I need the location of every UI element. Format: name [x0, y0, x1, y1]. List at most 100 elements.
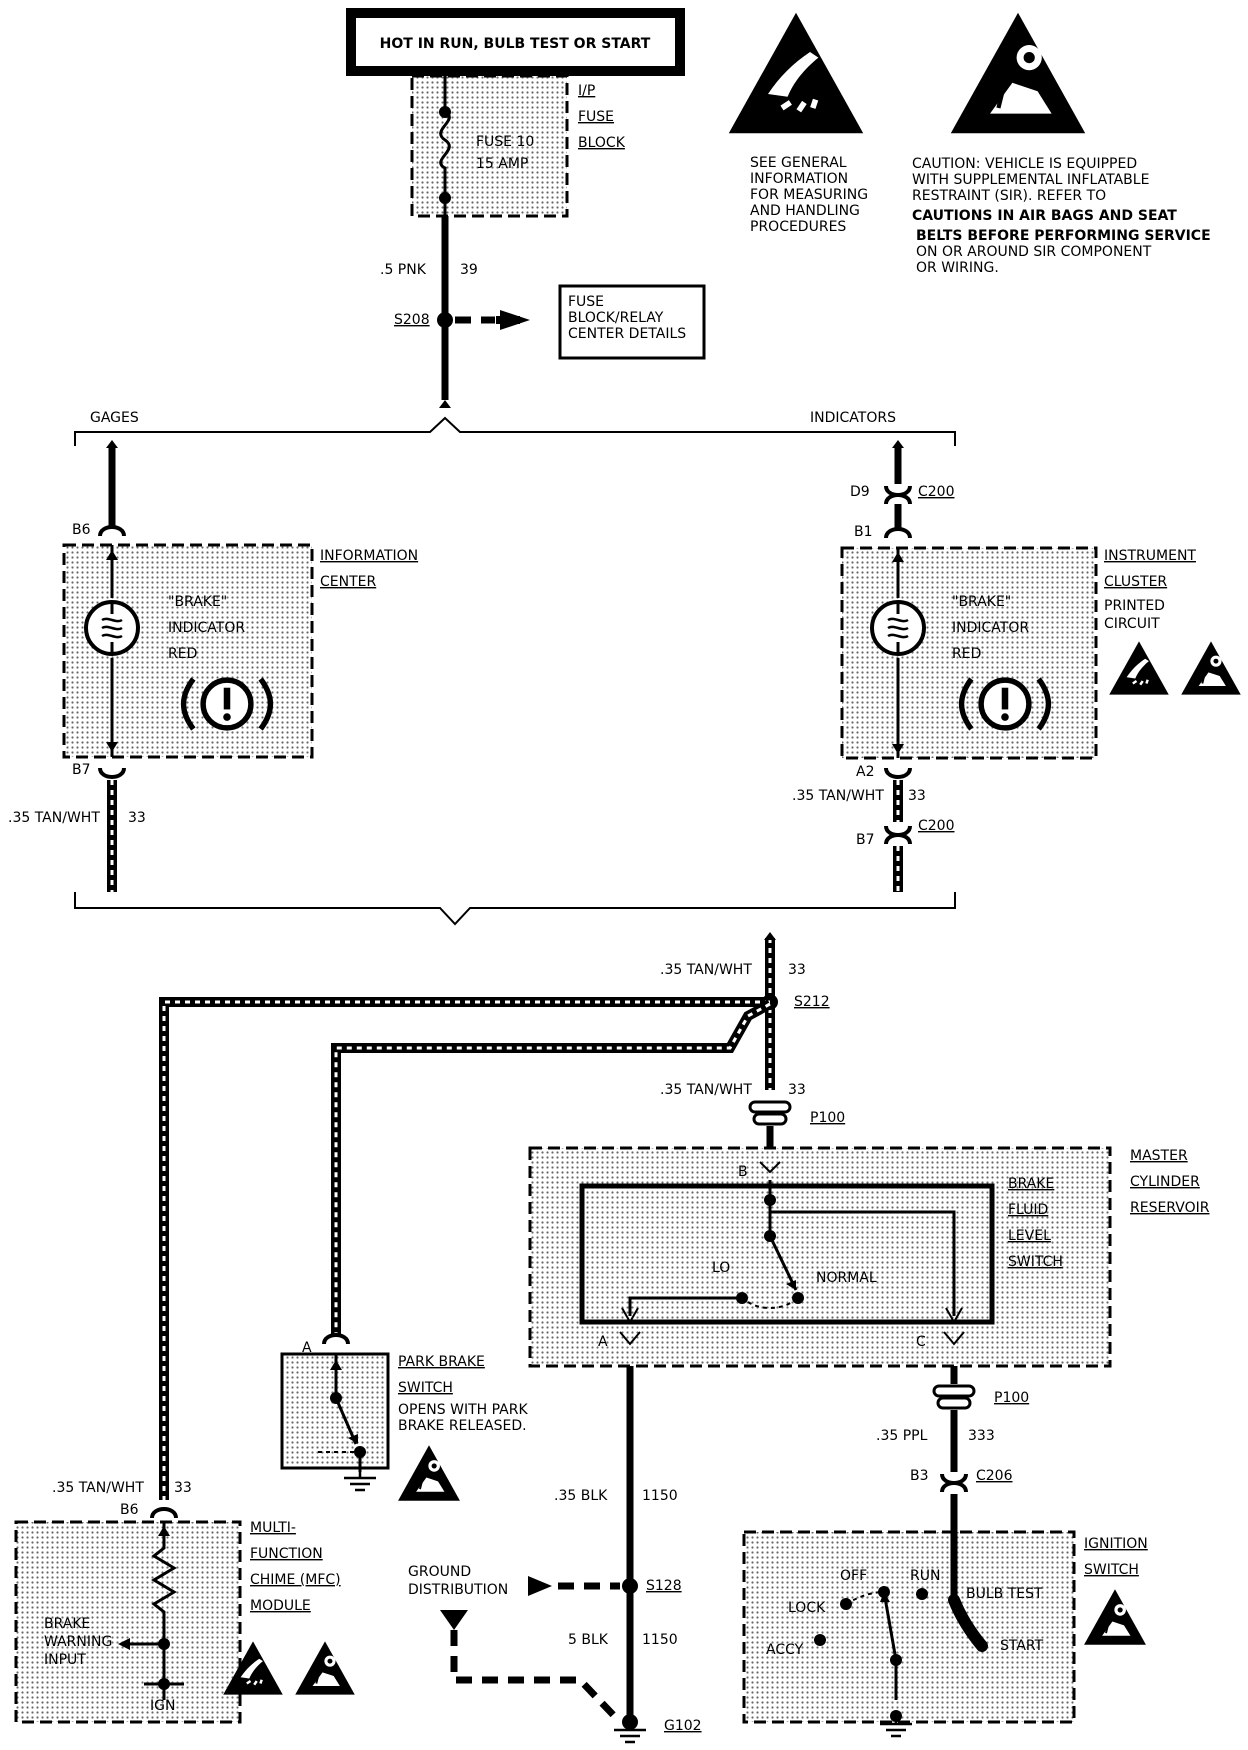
multi-function-chime-module-box: BRAKE WARNING INPUT IGN [14, 1520, 242, 1724]
svg-text:B6: B6 [120, 1502, 139, 1518]
svg-text:AND HANDLING: AND HANDLING [750, 203, 860, 219]
splice-s128 [622, 1578, 638, 1594]
airbag-warning-icon [951, 13, 1085, 133]
park-brake-switch-box [280, 1352, 390, 1472]
svg-text:CAUTIONS IN AIR BAGS AND SEAT: CAUTIONS IN AIR BAGS AND SEAT [912, 208, 1177, 224]
svg-text:"BRAKE": "BRAKE" [168, 594, 227, 610]
svg-text:ON OR AROUND SIR COMPONENT: ON OR AROUND SIR COMPONENT [916, 244, 1152, 260]
svg-text:.35 TAN/WHT: .35 TAN/WHT [660, 1082, 752, 1098]
airbag-warning-icon-park-brake [397, 1444, 461, 1502]
airbag-warning-icon-ignition [1083, 1588, 1147, 1646]
svg-text:B7: B7 [72, 762, 91, 778]
ground-symbol-park-brake [342, 1470, 378, 1492]
svg-text:HOT IN RUN, BULB TEST OR START: HOT IN RUN, BULB TEST OR START [380, 36, 651, 52]
svg-text:B7: B7 [856, 832, 875, 848]
svg-text:.35 TAN/WHT: .35 TAN/WHT [660, 962, 752, 978]
svg-text:"BRAKE": "BRAKE" [952, 594, 1011, 610]
svg-text:.35 TAN/WHT: .35 TAN/WHT [792, 788, 884, 804]
svg-text:33: 33 [908, 788, 926, 804]
svg-text:RED: RED [168, 646, 197, 662]
svg-text:INDICATOR: INDICATOR [168, 620, 245, 636]
master-cylinder-reservoir-box: B LO NORMAL A C BRAKE FLUID LEVEL SWITCH… [528, 1146, 1210, 1368]
svg-text:OFF: OFF [840, 1568, 867, 1584]
svg-text:33: 33 [174, 1480, 192, 1496]
svg-text:BRAKE RELEASED.: BRAKE RELEASED. [398, 1418, 527, 1434]
svg-text:BRAKE: BRAKE [1008, 1176, 1054, 1192]
splice-s208 [437, 312, 453, 328]
svg-text:.35 BLK: .35 BLK [554, 1488, 608, 1504]
sir-caution-note: CAUTION: VEHICLE IS EQUIPPED WITH SUPPLE… [912, 156, 1211, 276]
svg-text:SWITCH: SWITCH [398, 1380, 453, 1396]
svg-text:B1: B1 [854, 524, 873, 540]
svg-text:P100: P100 [810, 1110, 845, 1126]
svg-text:P100: P100 [994, 1390, 1029, 1406]
svg-text:WARNING: WARNING [44, 1634, 112, 1650]
svg-text:FLUID: FLUID [1008, 1202, 1048, 1218]
svg-text:1150: 1150 [642, 1488, 678, 1504]
brake-indicator-bulb-left [84, 600, 140, 656]
svg-text:1150: 1150 [642, 1632, 678, 1648]
esd-warning-icon [729, 13, 863, 133]
svg-text:CHIME (MFC): CHIME (MFC) [250, 1572, 341, 1588]
svg-text:PRINTED: PRINTED [1104, 598, 1165, 614]
svg-text:SWITCH: SWITCH [1008, 1254, 1063, 1270]
svg-text:C200: C200 [918, 818, 955, 834]
brake-indicator-bulb-right [870, 600, 926, 656]
svg-text:SEE GENERAL: SEE GENERAL [750, 155, 847, 171]
svg-text:OPENS WITH PARK: OPENS WITH PARK [398, 1402, 528, 1418]
svg-text:CENTER DETAILS: CENTER DETAILS [568, 326, 686, 342]
brake-fluid-level-switch [579, 1183, 995, 1325]
branch-indicators-label: INDICATORS [810, 410, 896, 426]
branch-bracket-top [74, 416, 956, 446]
svg-text:MULTI-: MULTI- [250, 1520, 296, 1536]
svg-text:A: A [302, 1340, 312, 1356]
svg-text:FUSE: FUSE [578, 109, 614, 125]
svg-text:IGNITION: IGNITION [1084, 1536, 1148, 1552]
svg-text:CIRCUIT: CIRCUIT [1104, 616, 1160, 632]
connector-p100-top: P100 [748, 1100, 845, 1126]
wire-pnk-circuit: 39 [460, 262, 478, 278]
svg-text:33: 33 [128, 810, 146, 826]
airbag-warning-icon-cluster [1180, 640, 1242, 696]
svg-text:PROCEDURES: PROCEDURES [750, 219, 846, 235]
svg-text:33: 33 [788, 962, 806, 978]
svg-text:BLOCK/RELAY: BLOCK/RELAY [568, 310, 664, 326]
svg-text:LEVEL: LEVEL [1008, 1228, 1051, 1244]
svg-text:A2: A2 [856, 764, 874, 780]
connector-p100-bottom: P100 [932, 1384, 1029, 1410]
svg-text:INFORMATION: INFORMATION [750, 171, 848, 187]
svg-text:OR WIRING.: OR WIRING. [916, 260, 999, 276]
svg-text:LOCK: LOCK [788, 1600, 826, 1616]
svg-text:GROUND: GROUND [408, 1564, 471, 1580]
svg-text:RUN: RUN [910, 1568, 940, 1584]
svg-text:5 BLK: 5 BLK [568, 1632, 609, 1648]
svg-text:SWITCH: SWITCH [1084, 1562, 1139, 1578]
svg-text:S212: S212 [794, 994, 830, 1010]
svg-text:MODULE: MODULE [250, 1598, 311, 1614]
fuse-rating-1: FUSE 10 [476, 134, 534, 150]
svg-text:C: C [916, 1334, 926, 1350]
svg-text:33: 33 [788, 1082, 806, 1098]
svg-text:FUNCTION: FUNCTION [250, 1546, 323, 1562]
svg-text:CYLINDER: CYLINDER [1130, 1174, 1200, 1190]
svg-text:LO: LO [712, 1260, 730, 1276]
svg-text:WITH SUPPLEMENTAL INFLATABLE: WITH SUPPLEMENTAL INFLATABLE [912, 172, 1149, 188]
svg-text:C200: C200 [918, 484, 955, 500]
svg-text:CAUTION: VEHICLE IS EQUIPPED: CAUTION: VEHICLE IS EQUIPPED [912, 156, 1137, 172]
airbag-warning-icon-mfc [294, 1640, 356, 1696]
svg-text:IGN: IGN [150, 1698, 175, 1714]
svg-text:A: A [598, 1334, 608, 1350]
svg-text:.35 TAN/WHT: .35 TAN/WHT [52, 1480, 144, 1496]
svg-text:S208: S208 [394, 312, 430, 328]
svg-text:RESERVOIR: RESERVOIR [1130, 1200, 1210, 1216]
svg-text:DISTRIBUTION: DISTRIBUTION [408, 1582, 508, 1598]
svg-text:INFORMATION: INFORMATION [320, 548, 418, 564]
svg-text:PARK BRAKE: PARK BRAKE [398, 1354, 485, 1370]
svg-text:.35 TAN/WHT: .35 TAN/WHT [8, 810, 100, 826]
power-source-label: HOT IN RUN, BULB TEST OR START [346, 8, 685, 76]
svg-text:CLUSTER: CLUSTER [1104, 574, 1167, 590]
svg-text:.35 PPL: .35 PPL [876, 1428, 928, 1444]
svg-text:RESTRAINT (SIR). REFER TO: RESTRAINT (SIR). REFER TO [912, 188, 1106, 204]
ground-symbol-g102 [612, 1722, 648, 1744]
